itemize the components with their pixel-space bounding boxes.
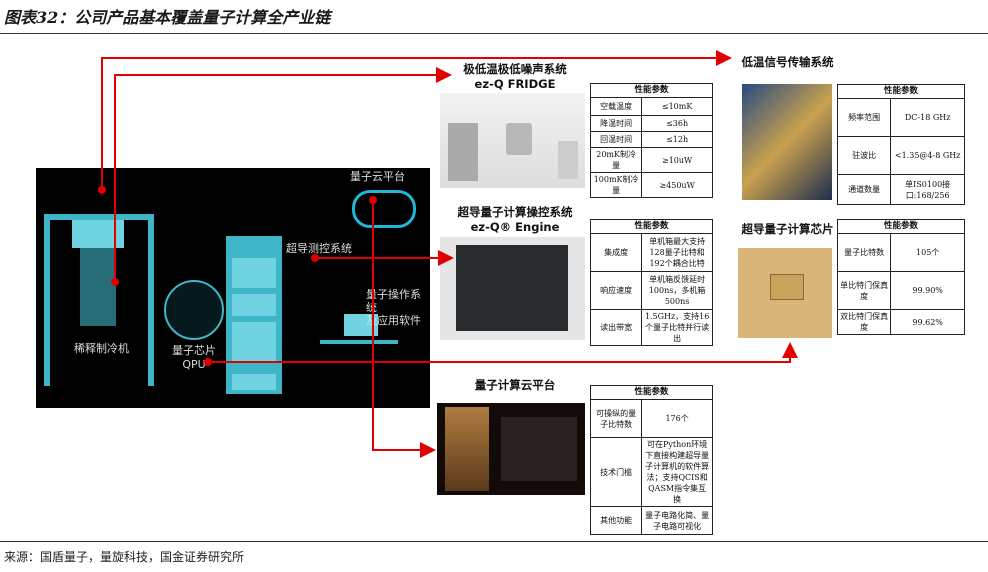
param-name: 读出带宽 [589,309,643,346]
qpu-label-line1: 量子芯片 [172,344,216,357]
dot-cloud [369,196,377,204]
param-value: 176个 [641,399,713,438]
table-row: 100mK制冷量≥450uW [589,172,713,198]
engine-photo [440,237,585,340]
chip-center [770,274,804,300]
rack-unit [232,294,276,316]
dot-qpu [204,358,212,366]
bottom-divider [0,541,988,542]
top-divider [0,33,988,34]
param-value: ≥450uW [641,172,713,198]
source-note: 来源：国盾量子，量旋科技，国金证券研究所 [4,550,245,564]
cloud-photo [437,403,585,495]
param-value: DC-18 GHz [890,98,965,137]
param-value: 可在Python环境下直接构建超导量子计算机的软件算法；支持QCIS和QASM指… [641,437,713,507]
cryostat-image [445,407,489,491]
os-label-line1: 量子操作系统 [366,288,421,314]
param-value: 105个 [890,233,965,272]
param-name: 100mK制冷量 [589,172,643,198]
param-name: 其他功能 [589,506,643,535]
os-label: 量子操作系统及应用软件 [366,288,430,327]
qpu-chip-icon [164,280,224,340]
param-name: 空载温度 [589,97,643,116]
cloud-platform-label: 量子云平台 [350,170,405,183]
fridge-can [506,123,532,155]
fridge-frame-left [44,214,50,386]
engine-spec-table: 性能参数集成度单机箱最大支持128量子比特和192个耦合比特响应速度单机箱反馈延… [589,219,713,346]
chip-photo [738,248,832,338]
param-value: ≥10uW [641,147,713,173]
rack-unit [232,322,276,362]
control-system-label: 超导测控系统 [286,242,352,255]
param-value: 99.62% [890,309,965,335]
arrow-to-cloud [372,200,436,458]
os-label-line2: 及应用软件 [366,314,421,327]
fridge-frame-top [44,214,154,220]
table-row: 技术门槛可在Python环境下直接构建超导量子计算机的软件算法；支持QCIS和Q… [589,437,713,507]
param-value: 1.5GHz，支持16个量子比特并行读出 [641,309,713,346]
param-name: 技术门槛 [589,437,643,507]
param-name: 可操纵的量子比特数 [589,399,643,438]
monitor [344,314,378,336]
fridge-frame-right [148,214,154,386]
param-name: 通道数量 [836,174,892,205]
arrow-to-fridge [114,67,452,282]
table-row: 通道数量单IS0100接口:168/256 [836,174,965,205]
param-value: <1.35@4-8 GHz [890,136,965,175]
fridge-body [80,248,116,326]
cloud-section-title: 量子计算云平台 [474,378,556,392]
fridge-cabinet [448,123,478,181]
fridge-label: 稀释制冷机 [74,342,129,355]
dot-control [311,254,319,262]
table-row: 空载温度≤10mK [589,97,713,116]
fridge-title: 极低温极低噪声系统 [463,62,567,76]
fridge-photo [440,93,585,188]
figure-title: 图表32：公司产品基本覆盖量子计算全产业链 [4,8,331,27]
param-value: 单机箱最大支持128量子比特和192个耦合比特 [641,233,713,272]
table-row: 其他功能量子电路化简、量子电路可视化 [589,506,713,535]
cloud-ui-screenshot [501,417,577,481]
param-name: 单比特门保真度 [836,271,892,310]
desk [320,340,398,344]
signal-section-title: 低温信号传输系统 [741,55,834,69]
param-name: 双比特门保真度 [836,309,892,335]
rack-unit [232,258,276,288]
param-value: 99.90% [890,271,965,310]
arrow-to-chip [208,342,798,363]
param-value: 单IS0100接口:168/256 [890,174,965,205]
rack-unit [232,374,276,390]
signal-photo [742,84,832,200]
qpu-label-line2: QPU [182,358,206,371]
arrow-to-signal [101,50,732,190]
engine-chassis [456,245,568,331]
table-row: 20mK制冷量≥10uW [589,147,713,173]
engine-title: 超导量子计算操控系统 [457,205,573,219]
table-row: 降温时间≤36h [589,115,713,132]
param-value: 量子电路化简、量子电路可视化 [641,506,713,535]
dot-fridge-top [98,186,106,194]
engine-subtitle: ez-Q® Engine [470,220,560,234]
fridge-console [558,141,578,179]
fridge-subtitle: ez-Q FRIDGE [474,77,556,91]
param-name: 量子比特数 [836,233,892,272]
cloud-icon [352,190,416,228]
chip-section-title: 超导量子计算芯片 [741,222,834,236]
dot-fridge-mid [111,278,119,286]
param-name: 频率范围 [836,98,892,137]
